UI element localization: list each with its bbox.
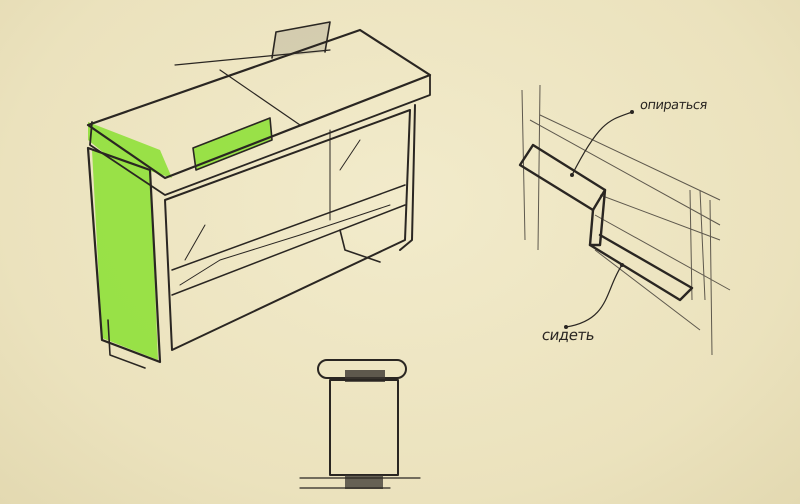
counter-sketch [86, 21, 432, 369]
green-divider [193, 118, 272, 170]
label-lean: опираться [638, 98, 708, 113]
elevation-sketch [299, 359, 421, 489]
green-top-edge [88, 122, 172, 178]
label-sit: сидеть [540, 326, 596, 344]
green-side-panel [92, 150, 158, 360]
section-sketch [518, 84, 731, 356]
rear-divider [272, 22, 330, 58]
